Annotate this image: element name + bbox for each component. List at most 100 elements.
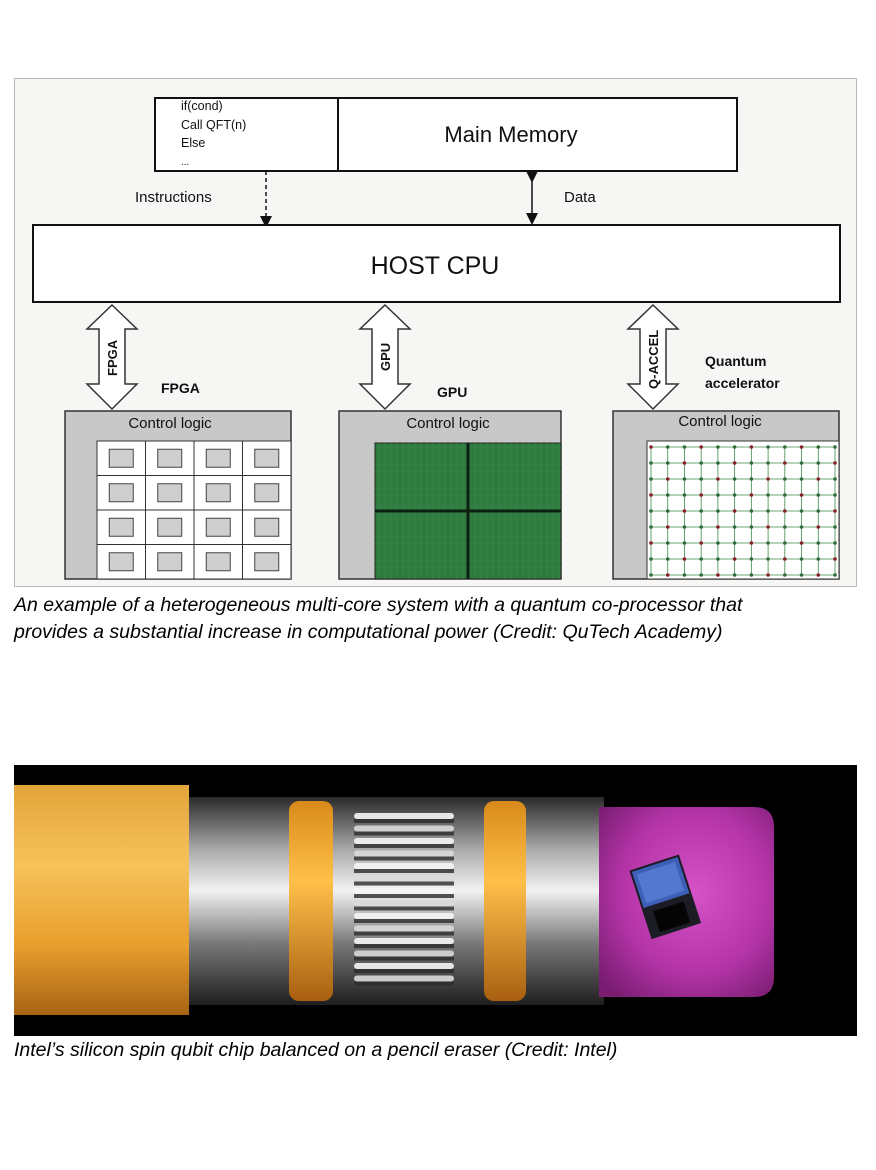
fpga-control-logic: Control logic [128,415,212,432]
logic-block [254,517,280,537]
qubit-node [649,557,653,561]
logic-block [205,483,231,503]
qubit-node [682,541,687,545]
qubit-node [816,493,821,497]
qubit-node [749,525,754,529]
gpu-control-logic: Control logic [406,415,490,432]
qubit-node [732,573,737,577]
qubit-node [699,461,703,465]
qubit-node [749,477,754,481]
qubit-node [816,461,821,465]
qubit-node [649,525,653,529]
qubit-node [799,445,804,449]
qubit-node [699,509,703,513]
qubit-node [833,461,837,465]
qubit-node [699,541,703,545]
qaccel-bus-arrow: Q-ACCEL [626,303,680,411]
logic-block [205,552,231,572]
qubit-node [766,461,770,465]
code-line: if(cond) [181,99,223,113]
qubit-node [783,525,787,529]
qubit-node [833,493,837,497]
qubit-node [816,509,821,513]
qubit-node [649,493,653,497]
qubit-node [783,461,787,465]
qubit-node [649,461,653,465]
qubit-node [665,477,670,481]
logic-block [205,517,231,537]
host-cpu-box [32,224,841,303]
qubit-node [749,541,754,545]
qubit-node [716,509,720,513]
qubit-node [833,573,837,577]
qubit-node [732,493,737,497]
qubit-node [799,509,804,513]
qubit-node [766,445,770,449]
gpu-label: GPU [437,384,467,400]
pencil-eraser-illustration [14,765,857,1036]
qubit-node [749,573,754,577]
fpga-label: FPGA [161,380,200,396]
qubit-node [682,573,687,577]
qubit-node [682,461,687,465]
qubit-node [716,493,720,497]
logic-block [157,552,183,572]
ferrule-band [289,801,333,1001]
qubit-node [732,461,737,465]
qubit-node [682,445,687,449]
architecture-diagram-svg: if(cond) Call QFT(n) Else ... Main Memor… [32,97,841,580]
code-line: ... [181,157,189,168]
logic-block [108,552,134,572]
qubit-node [649,573,653,577]
qubit-node [732,525,737,529]
data-label: Data [564,189,596,206]
qubit-node [749,509,754,513]
qubit-node [816,557,821,561]
qubit-node [649,509,653,513]
gpu-bus-arrow: GPU [358,303,412,411]
main-memory-label: Main Memory [444,122,577,147]
fpga-bus-arrow: FPGA [85,303,139,411]
quantum-label: Quantum [705,353,766,369]
quantum-control-logic: Control logic [678,413,762,430]
code-line: Call QFT(n) [181,118,246,132]
qubit-node [699,573,703,577]
accelerator-label: accelerator [705,375,780,391]
gpu-chip: Control logic [338,410,562,580]
qubit-node [665,461,670,465]
qubit-node [783,445,787,449]
qubit-node [766,477,770,481]
pencil-eraser-photo [14,765,857,1036]
qubit-node [766,557,770,561]
qubit-node [665,573,670,577]
qubit-node [833,541,837,545]
qubit-node [766,573,770,577]
qubit-node [783,557,787,561]
architecture-diagram: if(cond) Call QFT(n) Else ... Main Memor… [14,78,857,587]
host-cpu-label: HOST CPU [371,252,500,280]
logic-block [254,448,280,468]
qubit-node [649,541,653,545]
qubit-node [699,477,703,481]
qubit-node [732,477,737,481]
qubit-node [799,493,804,497]
caption-1-line-1: An example of a heterogeneous multi-core… [14,594,743,616]
caption-1-line-2: provides a substantial increase in compu… [14,621,723,643]
logic-block [108,483,134,503]
qubit-node [799,573,804,577]
qubit-node [749,493,754,497]
qubit-node [682,493,687,497]
qubit-node [816,445,821,449]
qubit-node [716,557,720,561]
qubit-node [716,541,720,545]
qubit-node [816,573,821,577]
qubit-node [665,445,670,449]
instructions-label: Instructions [135,189,212,206]
qubit-node [732,509,737,513]
qaccel-arrow-label: Q-ACCEL [646,330,661,389]
qubit-node [682,509,687,513]
qubit-node [716,461,720,465]
pencil-body [14,785,189,1015]
logic-block [157,483,183,503]
qubit-node [749,557,754,561]
